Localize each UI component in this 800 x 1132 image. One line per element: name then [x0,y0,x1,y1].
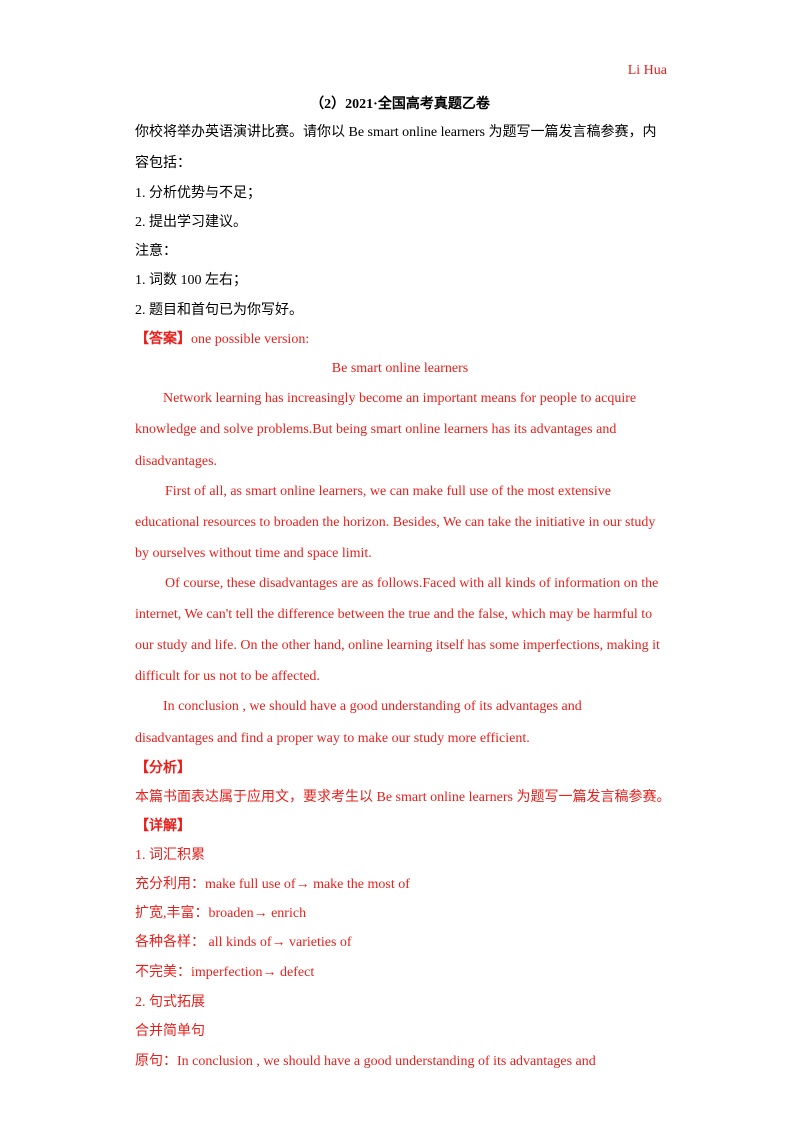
prompt-line: 注意： [135,244,177,259]
author-name: Li Hua [627,63,667,78]
essay-title: Be smart online learners [331,361,469,376]
detail-line: 2. 句式拓展 [135,995,205,1010]
detail-line: 扩宽,丰富：broaden→ enrich [135,906,307,921]
prompt-line: 容包括： [135,156,191,171]
prompt-line: 1. 分析优势与不足； [135,186,261,201]
detail-line: 1. 词汇积累 [135,848,205,863]
analysis-text: 本篇书面表达属于应用文，要求考生以 Be smart online learne… [135,790,671,805]
detail-line: 充分利用：make full use of→ make the most of [135,877,410,892]
prompt-line: 2. 题目和首句已为你写好。 [135,303,303,318]
detail-tag: 【详解】 [135,819,191,834]
prompt-line: 2. 提出学习建议。 [135,215,247,230]
analysis-tag: 【分析】 [135,761,191,776]
question-title: （2）2021·全国高考真题乙卷 [310,97,490,112]
essay-line: disadvantages and find a proper way to m… [135,731,530,746]
prompt-line: 1. 词数 100 左右； [135,273,247,288]
essay-line: by ourselves without time and space limi… [135,546,372,561]
essay-line: In conclusion , we should have a good un… [163,699,582,714]
detail-line: 原句：In conclusion , we should have a good… [135,1054,596,1069]
essay-line: Of course, these disadvantages are as fo… [165,576,659,591]
essay-line: internet, We can't tell the difference b… [135,607,653,622]
detail-line: 合并简单句 [135,1024,205,1039]
essay-line: knowledge and solve problems.But being s… [135,422,617,437]
essay-line: our study and life. On the other hand, o… [135,638,660,653]
essay-line: Network learning has increasingly become… [163,391,637,406]
essay-line: disadvantages. [135,454,218,469]
essay-line: educational resources to broaden the hor… [135,515,656,530]
detail-line: 不完美：imperfection→ defect [135,965,315,980]
essay-line: difficult for us not to be affected. [135,669,320,684]
answer-tag: 【答案】 [135,332,191,347]
detail-line: 各种各样： all kinds of→ varieties of [135,935,352,950]
prompt-line: 你校将举办英语演讲比赛。请你以 Be smart online learners… [135,125,657,140]
answer-intro: one possible version: [191,332,310,347]
answer-heading: 【答案】one possible version: [135,331,309,349]
essay-line: First of all, as smart online learners, … [165,484,611,499]
